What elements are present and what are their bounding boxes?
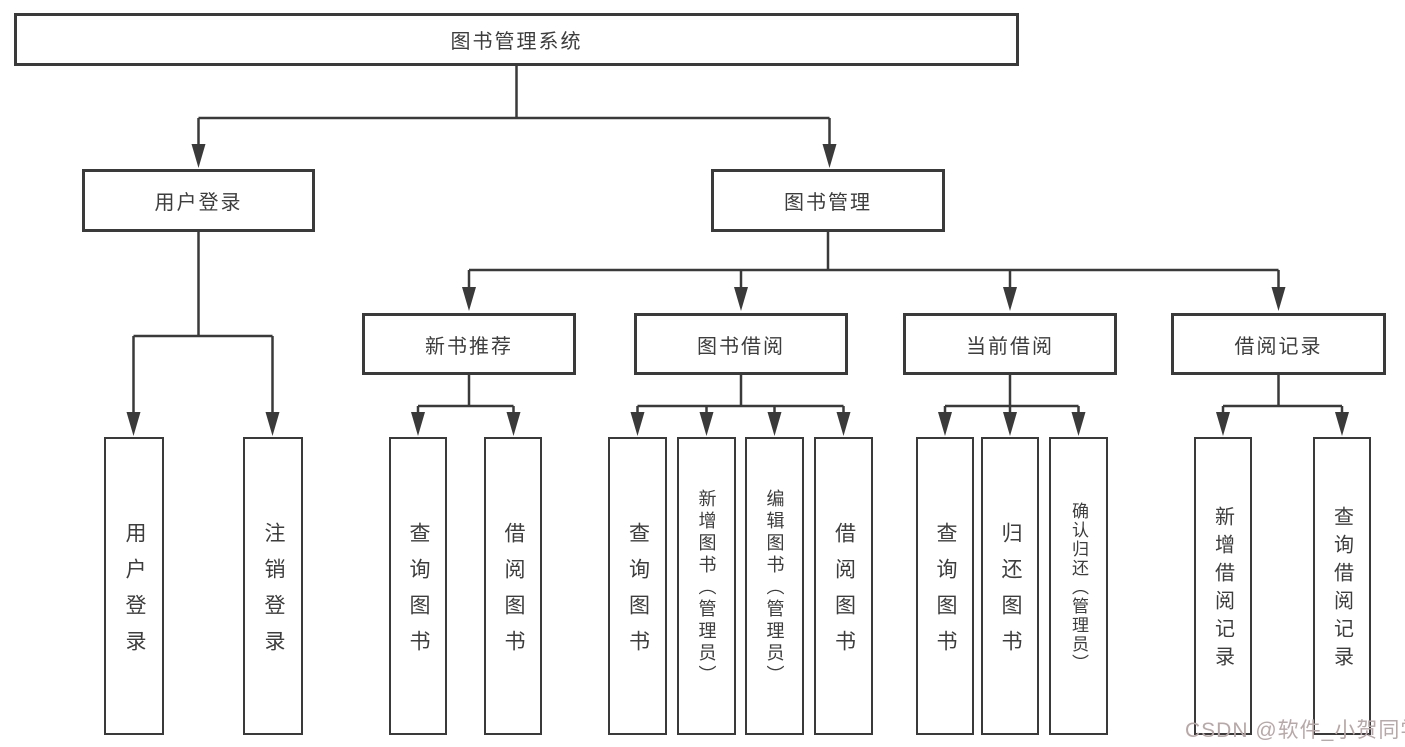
node-library-system: 图书管理系统	[14, 13, 1019, 66]
leaf-return-book: 归还图书	[981, 437, 1039, 735]
node-user-login: 用户登录	[82, 169, 315, 232]
node-label: 编辑图书（管理员）	[764, 489, 785, 687]
node-label: 查询图书	[934, 521, 957, 666]
node-label: 确认归还（管理员）	[1069, 501, 1088, 673]
leaf-query-books-current: 查询图书	[916, 437, 974, 735]
leaf-add-borrow-record: 新增借阅记录	[1194, 437, 1252, 735]
arrowheads	[126, 144, 1349, 436]
node-label: 借阅图书	[502, 521, 525, 666]
leaf-confirm-return-admin: 确认归还（管理员）	[1049, 437, 1108, 735]
node-label: 新增图书（管理员）	[696, 489, 717, 687]
leaf-logout-login: 注销登录	[243, 437, 303, 735]
node-label: 当前借阅	[966, 335, 1054, 358]
leaf-user-login: 用户登录	[104, 437, 164, 735]
leaf-query-books-recommend: 查询图书	[389, 437, 447, 735]
node-new-book-recommend: 新书推荐	[362, 313, 576, 375]
node-book-management: 图书管理	[711, 169, 945, 232]
node-label: 用户登录	[154, 192, 243, 214]
node-label: 新书推荐	[425, 335, 513, 358]
node-label: 用户登录	[123, 521, 146, 666]
node-label: 借阅图书	[832, 521, 856, 666]
leaf-edit-book-admin: 编辑图书（管理员）	[745, 437, 804, 735]
leaf-borrow-books-recommend: 借阅图书	[484, 437, 542, 735]
node-borrowing-records: 借阅记录	[1171, 313, 1386, 375]
leaf-query-borrow-record: 查询借阅记录	[1313, 437, 1371, 735]
node-book-borrowing: 图书借阅	[634, 313, 848, 375]
node-label: 新增借阅记录	[1211, 506, 1234, 674]
leaf-borrow-books-borrowing: 借阅图书	[814, 437, 873, 735]
node-current-borrowing: 当前借阅	[903, 313, 1117, 375]
leaf-add-book-admin: 新增图书（管理员）	[677, 437, 736, 735]
node-label: 查询图书	[407, 521, 430, 666]
node-label: 查询图书	[626, 521, 650, 666]
tree-edges	[132, 66, 1344, 422]
csdn-watermark: CSDN @软件_小贺同学	[1185, 719, 1405, 742]
node-label: 归还图书	[999, 521, 1022, 666]
leaf-query-books-borrowing: 查询图书	[608, 437, 667, 735]
node-label: 借阅记录	[1234, 335, 1323, 358]
node-label: 图书管理	[784, 192, 872, 214]
node-label: 图书管理系统	[450, 31, 583, 53]
node-label: 查询借阅记录	[1330, 506, 1353, 674]
node-label: 注销登录	[262, 521, 285, 666]
node-label: 图书借阅	[697, 335, 785, 358]
